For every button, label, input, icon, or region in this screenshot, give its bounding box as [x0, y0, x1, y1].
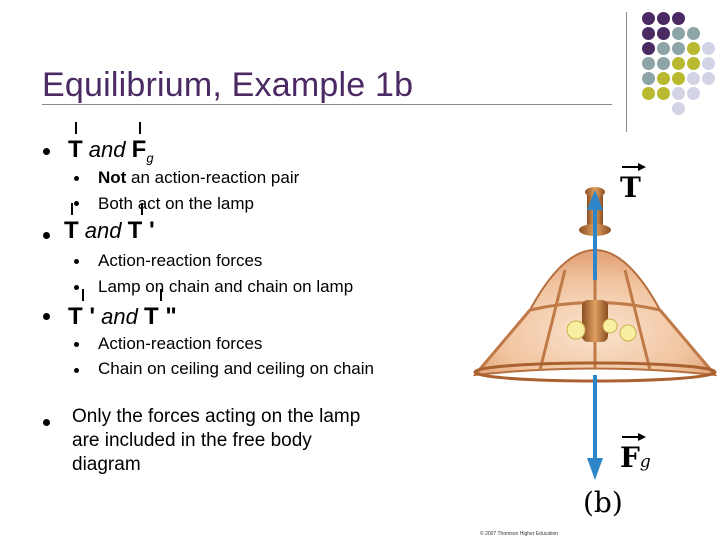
- vector-Tprime: T ': [68, 289, 96, 330]
- bullet: [43, 148, 50, 155]
- sub-item: Both act on the lamp: [98, 194, 254, 213]
- bulb: [602, 318, 618, 334]
- dot: [687, 72, 700, 85]
- copyright-credit: © 2007 Thomson Higher Education: [480, 531, 559, 537]
- conjunction: and: [101, 304, 138, 329]
- dot: [642, 87, 655, 100]
- dot: [702, 42, 715, 55]
- dot: [642, 72, 655, 85]
- dot: [642, 42, 655, 55]
- bullet: [43, 313, 50, 320]
- closing-text: Only the forces acting on the lamp are i…: [72, 406, 361, 475]
- corner-rule: [626, 12, 627, 132]
- label-F-text: F: [620, 441, 640, 474]
- sub-item: Action-reaction forces: [98, 334, 263, 353]
- dot: [672, 27, 685, 40]
- dot: [687, 27, 700, 40]
- sub-item: Lamp on chain and chain on lamp: [98, 277, 354, 296]
- dot: [687, 87, 700, 100]
- dot: [657, 42, 670, 55]
- bullet: [74, 201, 79, 206]
- bullet: [74, 259, 79, 264]
- dot: [672, 87, 685, 100]
- vector-F-label: F: [131, 136, 147, 163]
- dot: [657, 57, 670, 70]
- dot: [702, 72, 715, 85]
- bullet: [43, 232, 50, 239]
- conjunction: and: [84, 218, 122, 243]
- dot: [672, 12, 685, 25]
- decorative-dot-grid: [638, 12, 720, 115]
- label-T-text: T: [620, 171, 641, 204]
- heading-Tprime-and-Tdoubleprime: T ' and T ": [68, 289, 177, 331]
- heading-T-and-Tprime: T and T ': [64, 203, 155, 245]
- vector-Tprime-label: T ': [68, 303, 96, 330]
- dot: [642, 57, 655, 70]
- dot: [642, 12, 655, 25]
- bold-word: Not: [98, 168, 127, 187]
- bullet: [74, 176, 79, 181]
- subscript-g: g: [146, 150, 154, 166]
- vector-F: F: [131, 122, 147, 163]
- sub-item: Chain on ceiling and ceiling on chain: [98, 359, 374, 378]
- figure-label-b: (b): [583, 486, 623, 519]
- bullet: [74, 342, 79, 347]
- dot: [657, 27, 670, 40]
- title-rule: [42, 104, 612, 105]
- bulb: [619, 324, 637, 342]
- dot: [642, 27, 655, 40]
- heading-T-and-Fg: T and Fg: [68, 122, 154, 166]
- dot: [657, 87, 670, 100]
- vector-T-label: T: [68, 136, 83, 163]
- vector-T: T: [68, 122, 83, 163]
- vector-T: T: [64, 203, 79, 244]
- bullet: [43, 419, 50, 426]
- dot: [657, 12, 670, 25]
- label-F-subscript: g: [639, 452, 651, 472]
- bullet: [74, 285, 79, 290]
- lamp-free-body-figure: [472, 163, 718, 480]
- conjunction: and: [88, 137, 126, 162]
- slide-title: Equilibrium, Example 1b: [42, 66, 414, 104]
- vector-Tdoubleprime-label: T ": [144, 303, 177, 330]
- sub-item: Action-reaction forces: [98, 251, 263, 270]
- arrow-Fg-head: [587, 458, 603, 480]
- label-Fg: Fg: [620, 441, 651, 474]
- dot: [672, 72, 685, 85]
- dot: [702, 57, 715, 70]
- bullet: [74, 368, 79, 373]
- vector-Tprime: T ': [127, 203, 155, 244]
- arrow-T-head: [587, 190, 603, 210]
- sub-item: Not an action-reaction pair: [98, 167, 299, 189]
- dot: [672, 102, 685, 115]
- dot: [657, 72, 670, 85]
- dot: [672, 42, 685, 55]
- sub-item-rest: an action-reaction pair: [126, 168, 300, 187]
- vector-Tprime-label: T ': [127, 217, 155, 244]
- vector-Tdoubleprime: T ": [144, 289, 177, 330]
- bulb: [566, 320, 586, 340]
- dot: [687, 42, 700, 55]
- dot: [687, 57, 700, 70]
- dot: [672, 57, 685, 70]
- label-T: T: [620, 171, 641, 204]
- vector-T-label: T: [64, 217, 79, 244]
